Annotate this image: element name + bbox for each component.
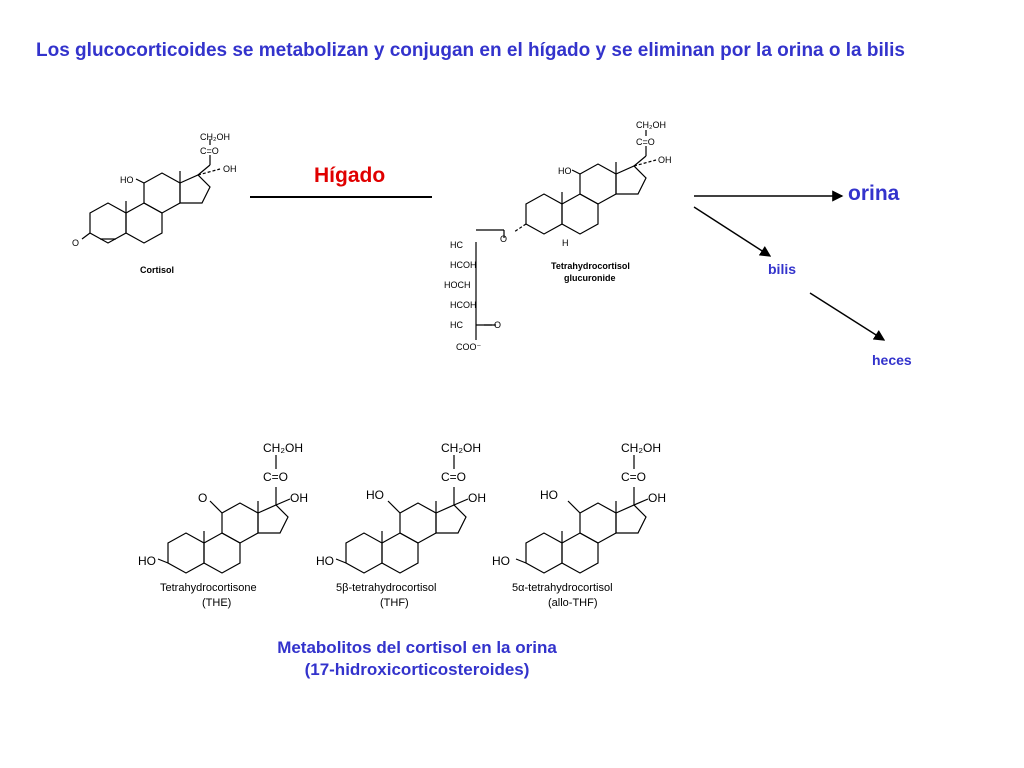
cortisol-co: C=O xyxy=(200,146,219,156)
glucuronide-oh: OH xyxy=(658,155,672,165)
glucuronide-rings xyxy=(475,130,657,340)
thf-name-1: 5β-tetrahydrocortisol xyxy=(336,582,436,594)
glucuronide-structure: CH₂OH C=O OH HO O H HC HCOH HOCH HCOH HC… xyxy=(444,120,672,352)
allothf-ho-top: HO xyxy=(540,488,558,502)
glucuronide-name-2: glucuronide xyxy=(564,273,616,283)
cortisol-name: Cortisol xyxy=(140,265,174,275)
sugar-row-3: HOCH xyxy=(444,280,471,290)
arrow-to-bile xyxy=(693,206,772,257)
sugar-row-5: HC xyxy=(450,320,463,330)
cortisol-ho: HO xyxy=(120,175,134,185)
allothf-co: C=O xyxy=(621,470,646,484)
glucuronide-co: C=O xyxy=(636,137,655,147)
glucuronide-ch2oh: CH₂OH xyxy=(636,120,666,130)
arrow-to-feces xyxy=(809,292,886,341)
thf-co: C=O xyxy=(441,470,466,484)
sugar-ring-o: O xyxy=(494,320,501,330)
cortisol-oh: OH xyxy=(223,164,237,174)
thf-ch2oh: CH₂OH xyxy=(441,441,481,455)
allothf-ch2oh: CH₂OH xyxy=(621,441,661,455)
glucuronide-ho: HO xyxy=(558,166,572,176)
cortisol-ketone-o: O xyxy=(72,238,79,248)
the-rings xyxy=(157,455,291,574)
cortisol-rings xyxy=(81,139,221,244)
thf-ho: HO xyxy=(316,554,334,568)
thf-name-2: (THF) xyxy=(380,597,409,609)
allothf-name-2: (allo-THF) xyxy=(548,597,598,609)
thf-ho-top: HO xyxy=(366,488,384,502)
glucuronide-o: O xyxy=(500,234,507,244)
urine-label: orina xyxy=(848,182,900,205)
thf-rings xyxy=(335,455,469,574)
glucuronide-name-1: Tetrahydrocortisol xyxy=(551,261,630,271)
urinary-metabolites: CH₂OH C=O OH O HO Tetrahydrocortisone (T… xyxy=(138,441,666,609)
liver-reaction-line xyxy=(250,196,432,198)
sugar-row-6: COO⁻ xyxy=(456,342,482,352)
sugar-row-2: HCOH xyxy=(450,260,477,270)
slide-title: Los glucocorticoides se metabolizan y co… xyxy=(36,40,905,61)
metabolites-caption: Metabolitos del cortisol en la orina (17… xyxy=(212,637,622,681)
caption-line-1: Metabolitos del cortisol en la orina xyxy=(277,638,557,657)
allothf-ho: HO xyxy=(492,554,510,568)
glucuronide-h: H xyxy=(562,238,569,248)
thf-oh: OH xyxy=(468,491,486,505)
cortisol-ch2oh: CH₂OH xyxy=(200,132,230,142)
the-oh: OH xyxy=(290,491,308,505)
feces-label: heces xyxy=(872,352,912,368)
liver-label: Hígado xyxy=(314,164,386,187)
the-ho: HO xyxy=(138,554,156,568)
the-name-1: Tetrahydrocortisone xyxy=(160,582,257,594)
the-name-2: (THE) xyxy=(202,597,231,609)
allothf-name-1: 5α-tetrahydrocortisol xyxy=(512,582,613,594)
the-ch2oh: CH₂OH xyxy=(263,441,303,455)
sugar-row-4: HCOH xyxy=(450,300,477,310)
allothf-oh: OH xyxy=(648,491,666,505)
allothf-rings xyxy=(515,455,649,574)
the-co: C=O xyxy=(263,470,288,484)
the-ketone-o: O xyxy=(198,491,207,505)
cortisol-structure: CH₂OH C=O OH HO O Cortisol xyxy=(72,132,237,275)
caption-line-2: (17-hidroxicorticosteroides) xyxy=(304,660,530,679)
sugar-row-1: HC xyxy=(450,240,463,250)
bile-label: bilis xyxy=(768,261,797,277)
